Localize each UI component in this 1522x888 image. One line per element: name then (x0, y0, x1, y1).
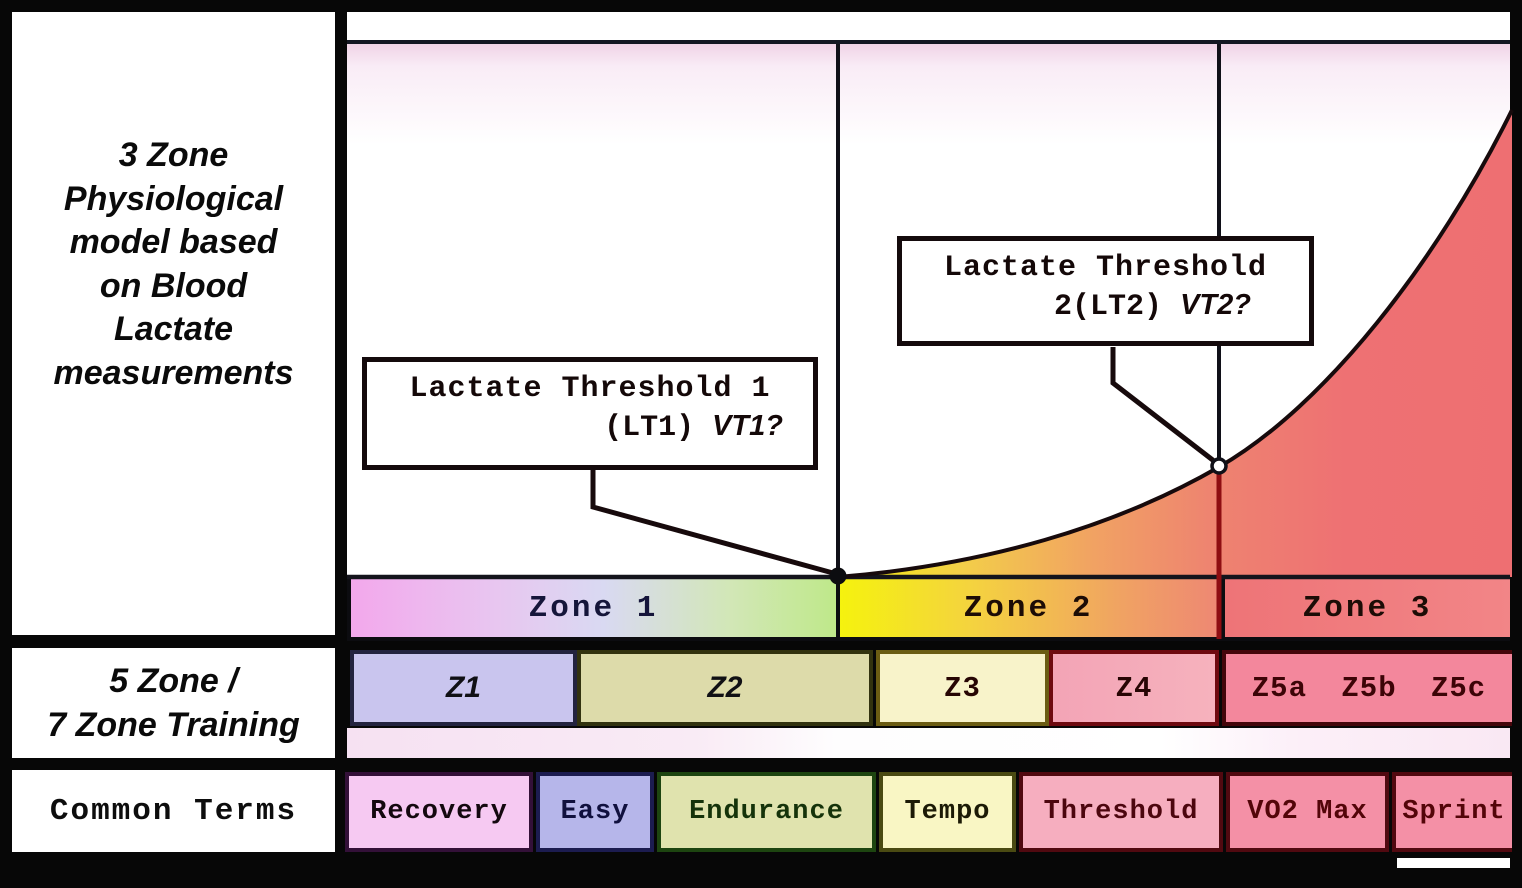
training-zone-z3: Z3 (876, 650, 1049, 726)
training-zone-z4: Z4 (1049, 650, 1219, 726)
z4-label: Z4 (1115, 671, 1153, 705)
common-terms-header-box: Common Terms (12, 770, 335, 852)
lt1-subtitle: (LT1) VT1? (367, 410, 813, 445)
model-description-box: 3 Zone Physiological model based on Bloo… (12, 12, 335, 635)
lt1-callout-box: Lactate Threshold 1 (LT1) VT1? (362, 357, 818, 470)
term-vo2max: VO2 Max (1226, 772, 1389, 852)
training-zone-z5: Z5a Z5b Z5c (1222, 650, 1512, 726)
z3-label: Z3 (944, 671, 981, 705)
lt2-abbrev: 2(LT2) (1054, 290, 1163, 324)
zone1-band-segment (351, 579, 836, 637)
term-sprint: Sprint (1392, 772, 1512, 852)
training-zone-z2: Z2 (577, 650, 873, 726)
zone2-label: Zone 2 (963, 590, 1094, 626)
model-title: 3 Zone Physiological model based on Bloo… (53, 136, 294, 392)
zone3-band-segment (1225, 579, 1510, 637)
lt2-vt-note: VT2? (1180, 289, 1251, 321)
term-easy: Easy (536, 772, 654, 852)
lt1-title: Lactate Threshold 1 (409, 372, 771, 406)
term-tempo: Tempo (879, 772, 1016, 852)
lt2-subtitle: 2(LT2) VT2? (902, 289, 1309, 324)
zone3-label: Zone 3 (1302, 590, 1433, 626)
common-terms-title: Common Terms (49, 793, 298, 829)
lt1-abbrev: (LT1) (604, 411, 695, 445)
bottom-right-sliver (1397, 858, 1510, 868)
zone2-band-segment (840, 579, 1217, 637)
z5-label: Z5a Z5b Z5c (1251, 671, 1487, 705)
training-row-header-box: 5 Zone / 7 Zone Training (12, 648, 335, 758)
term-endurance: Endurance (657, 772, 876, 852)
z2-label: Z2 (707, 671, 743, 704)
z1-label: Z1 (445, 671, 481, 704)
lt2-callout-box: Lactate Threshold 2(LT2) VT2? (897, 236, 1314, 346)
row-separator-strip (347, 728, 1510, 758)
physiological-zone-band: Zone 1 Zone 2 Zone 3 (347, 575, 1510, 641)
training-row-title: 5 Zone / 7 Zone Training (47, 661, 300, 744)
zone1-label: Zone 1 (528, 590, 659, 626)
lt2-title: Lactate Threshold (943, 251, 1268, 285)
term-threshold: Threshold (1019, 772, 1223, 852)
term-recovery: Recovery (345, 772, 533, 852)
training-zone-z1: Z1 (350, 650, 577, 726)
lt1-vt-note: VT1? (712, 410, 783, 442)
chart-top-gradient (347, 44, 1510, 156)
